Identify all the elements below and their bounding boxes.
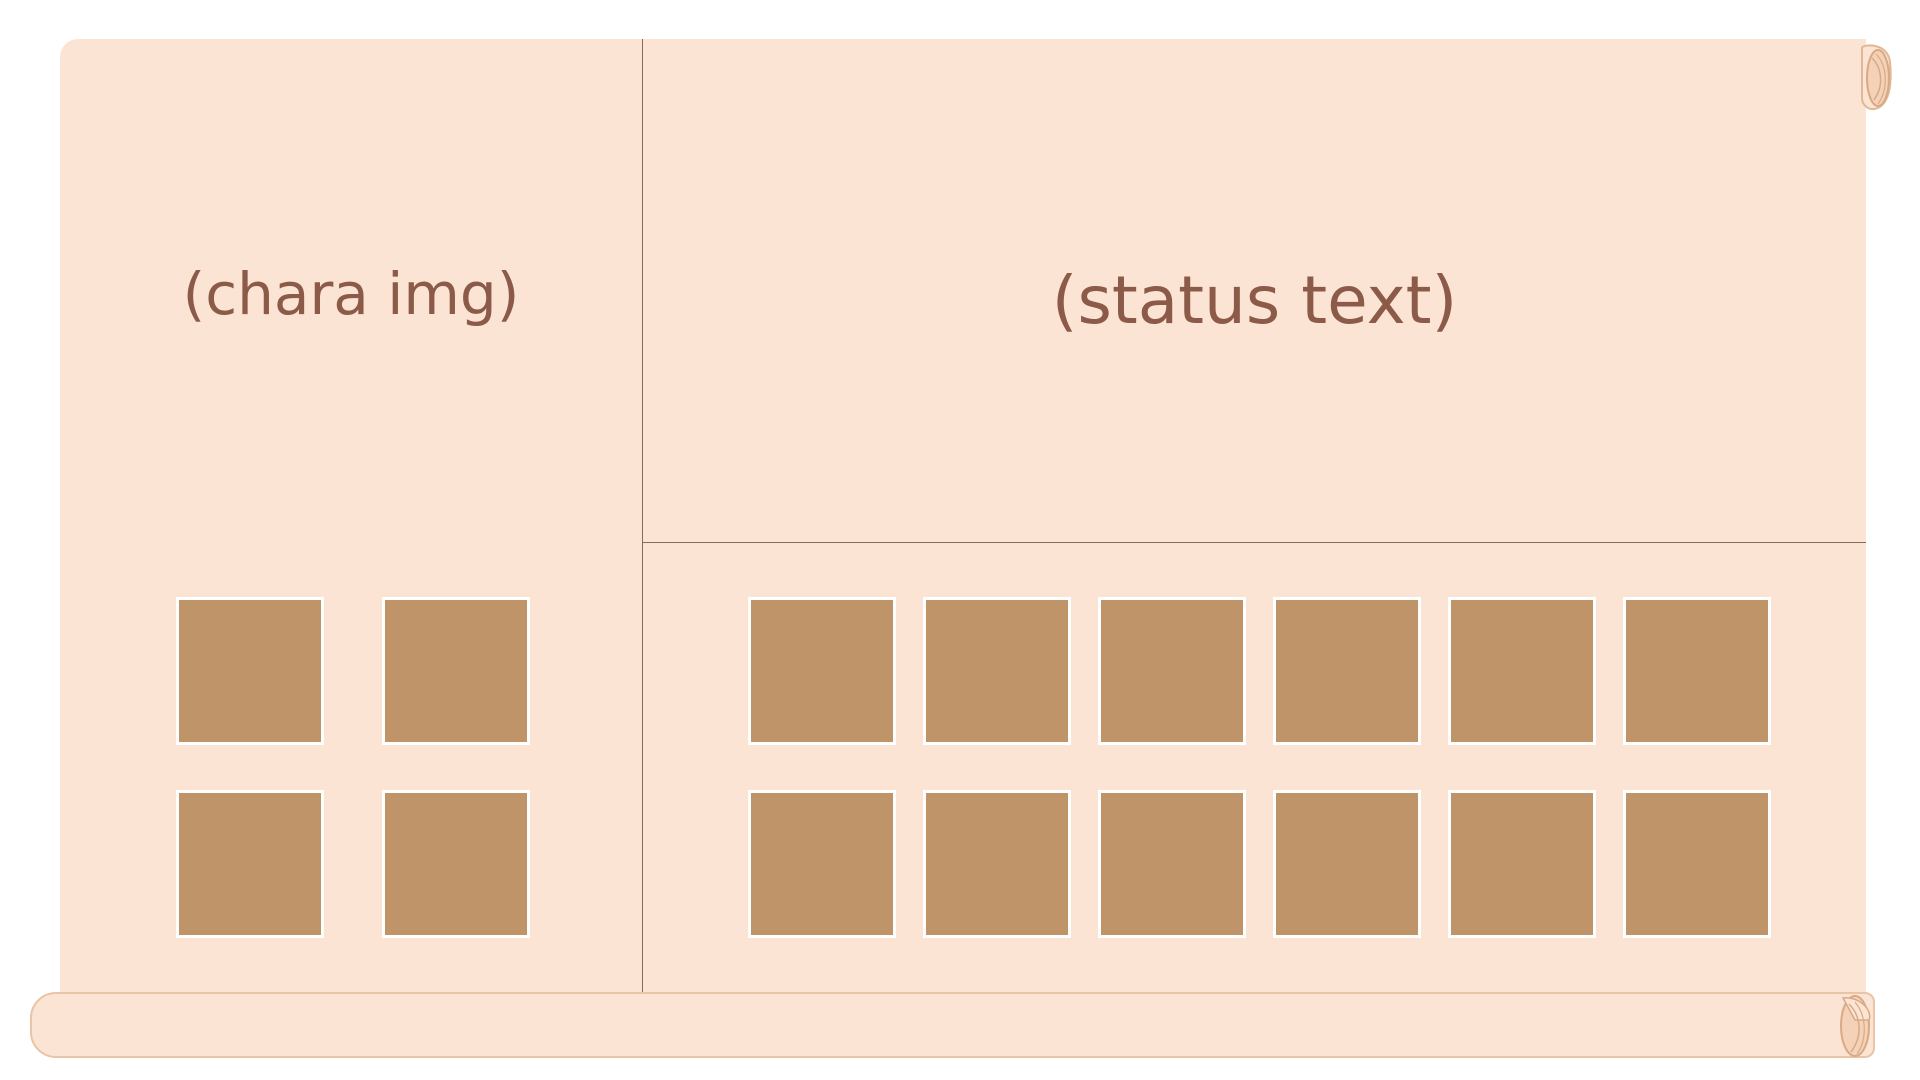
- inventory-slot[interactable]: [748, 597, 896, 745]
- inventory-slot[interactable]: [1623, 597, 1771, 745]
- inventory-slot[interactable]: [1273, 790, 1421, 938]
- scroll-curl-bottom-icon: [1840, 995, 1871, 1057]
- vertical-divider: [642, 39, 643, 992]
- inventory-slot[interactable]: [1098, 790, 1246, 938]
- inventory-slot[interactable]: [1098, 597, 1246, 745]
- inventory-slot[interactable]: [1448, 790, 1596, 938]
- inventory-slot[interactable]: [1623, 790, 1771, 938]
- equipment-slot[interactable]: [382, 597, 530, 745]
- equipment-slot[interactable]: [176, 790, 324, 938]
- character-image-placeholder: (chara img): [182, 260, 520, 328]
- inventory-slot[interactable]: [923, 790, 1071, 938]
- equipment-slot[interactable]: [382, 790, 530, 938]
- inventory-slot[interactable]: [1273, 597, 1421, 745]
- inventory-slot[interactable]: [1448, 597, 1596, 745]
- inventory-slot[interactable]: [748, 790, 896, 938]
- status-text-placeholder: (status text): [1051, 262, 1458, 339]
- inventory-slot[interactable]: [923, 597, 1071, 745]
- scroll-roll-bottom: [30, 992, 1875, 1058]
- equipment-slot[interactable]: [176, 597, 324, 745]
- horizontal-divider: [643, 542, 1866, 543]
- scroll-curl-top-icon: [1861, 44, 1892, 110]
